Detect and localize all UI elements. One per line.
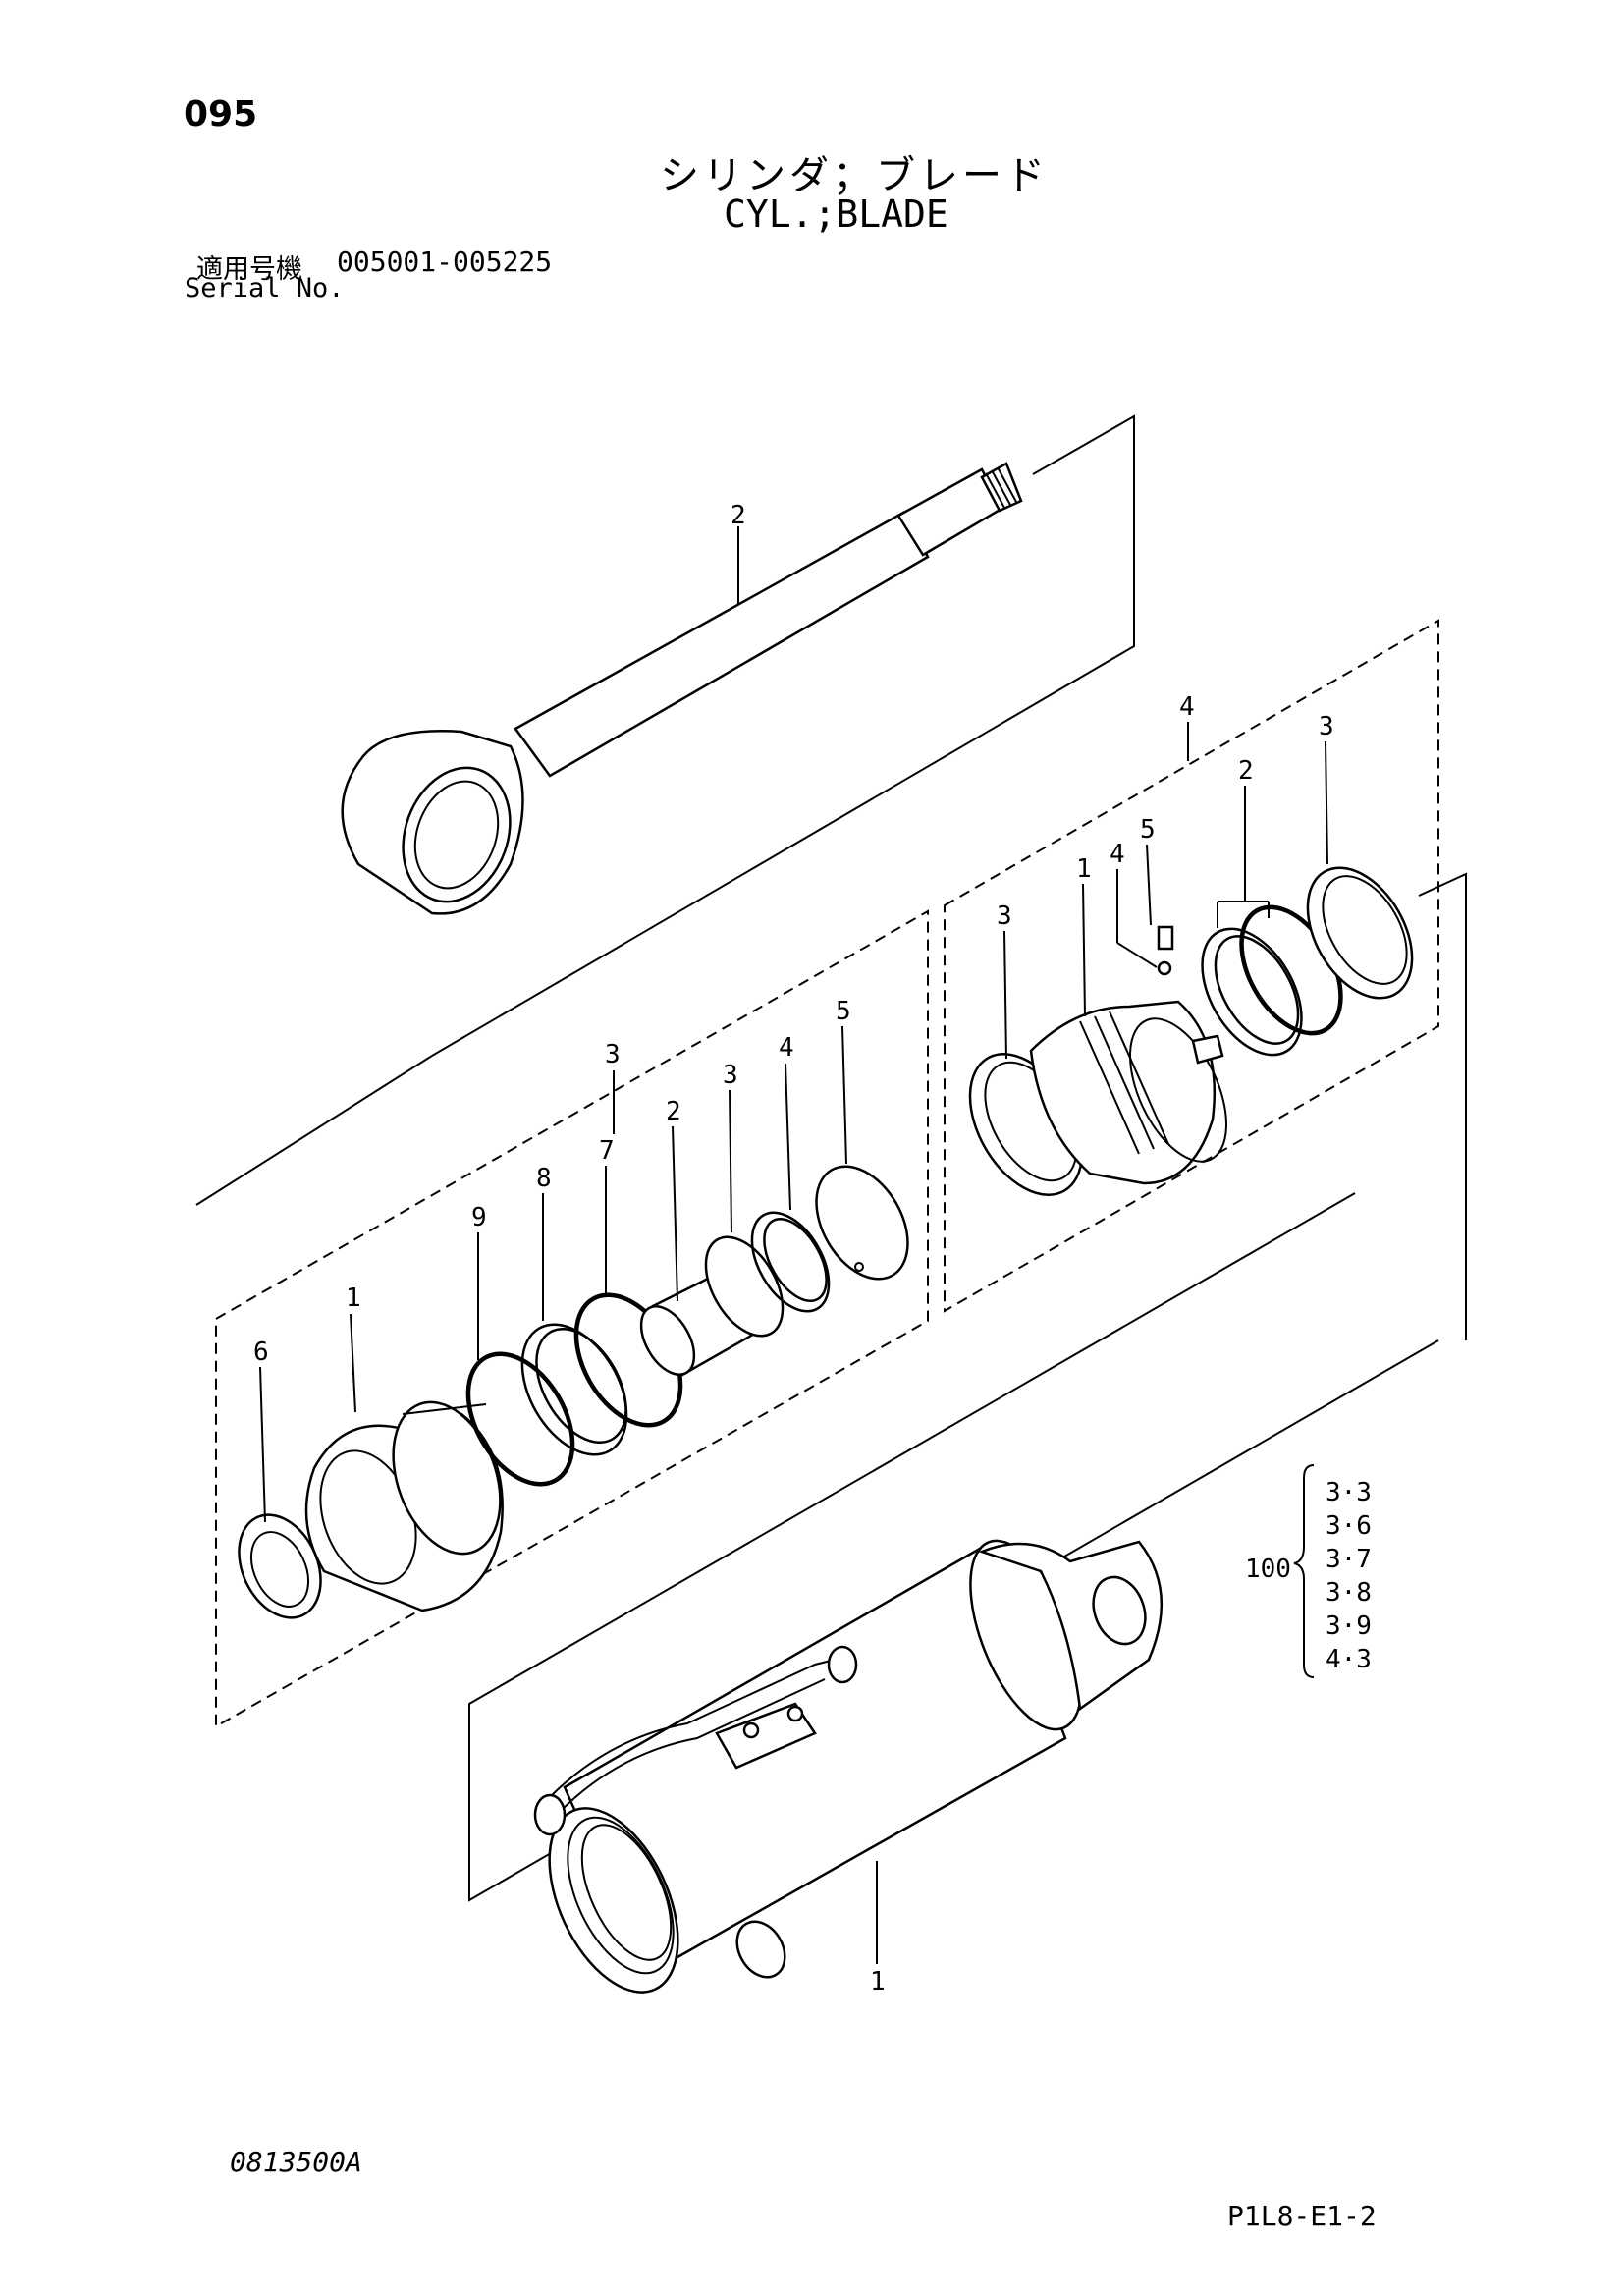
set-screw[interactable] bbox=[1157, 925, 1174, 951]
svg-text:1: 1 bbox=[1076, 854, 1092, 884]
rod-kit-item-callouts: 1 2 3 4 5 6 7 8 9 bbox=[253, 997, 851, 1367]
pipe-line bbox=[549, 1659, 836, 1798]
rod-kit-group: 3 bbox=[215, 909, 929, 1728]
kit-item: 4·3 bbox=[1326, 1645, 1372, 1674]
svg-text:8: 8 bbox=[536, 1164, 552, 1193]
rod-kit-parts bbox=[238, 1150, 926, 1619]
serial-label-english: Serial No. bbox=[185, 273, 345, 303]
kit-item: 3·3 bbox=[1326, 1478, 1372, 1507]
piston-kit-group: 4 bbox=[944, 619, 1439, 1313]
svg-text:5: 5 bbox=[836, 997, 851, 1026]
serial-range: 005001-005225 bbox=[337, 246, 553, 278]
kit-group-label: 100 bbox=[1245, 1555, 1291, 1584]
rod-callout: 2 bbox=[731, 501, 746, 530]
cylinder-group-bracket-right bbox=[1418, 872, 1467, 1340]
rod-group-bracket bbox=[431, 414, 1135, 1057]
retaining-ring[interactable] bbox=[797, 1150, 926, 1294]
title-japanese: シリンダ；ブレード bbox=[660, 153, 1049, 198]
pipe-port-bottom bbox=[735, 1920, 786, 1979]
title-english: CYL.;BLADE bbox=[724, 192, 948, 236]
buffer-ring[interactable] bbox=[690, 1224, 798, 1348]
svg-text:3: 3 bbox=[723, 1061, 738, 1090]
cylinder-callout: 1 bbox=[870, 1967, 886, 1996]
svg-text:4: 4 bbox=[779, 1033, 794, 1063]
piston-kit-parts bbox=[968, 849, 1434, 1196]
kit-item: 3·8 bbox=[1326, 1578, 1372, 1608]
kit-brace bbox=[1293, 1464, 1315, 1678]
rod-group: 2 bbox=[195, 414, 1135, 1206]
piston-rod[interactable] bbox=[341, 462, 1023, 917]
svg-text:4: 4 bbox=[1110, 840, 1125, 869]
piston-nut bbox=[1191, 1034, 1224, 1065]
clevis-bore bbox=[1092, 1575, 1147, 1646]
piston-kit-dashed-frame bbox=[944, 619, 1439, 1313]
piston[interactable] bbox=[1029, 1000, 1217, 1185]
svg-text:2: 2 bbox=[666, 1097, 681, 1126]
kit-item: 3·6 bbox=[1326, 1511, 1372, 1541]
svg-text:6: 6 bbox=[253, 1338, 269, 1367]
pipe-port-left bbox=[533, 1793, 567, 1836]
piston-kit-callout: 4 bbox=[1179, 692, 1195, 722]
pipe-port-top bbox=[827, 1645, 858, 1684]
svg-text:5: 5 bbox=[1140, 815, 1156, 845]
kit-item: 3·9 bbox=[1326, 1612, 1372, 1641]
svg-text:9: 9 bbox=[471, 1203, 487, 1232]
svg-text:7: 7 bbox=[599, 1136, 615, 1166]
rod-group-bracket-lower bbox=[195, 1055, 433, 1206]
svg-text:3: 3 bbox=[1319, 712, 1334, 741]
rod-kit-callout: 3 bbox=[605, 1040, 621, 1069]
piston-kit-item-callouts: 1 2 3 3 4 5 bbox=[997, 712, 1334, 931]
page-number: 095 bbox=[184, 94, 258, 135]
serial-label-japanese: 適用号機 bbox=[196, 254, 302, 285]
slide-ring-right[interactable] bbox=[1286, 849, 1434, 1016]
kit-item: 3·7 bbox=[1326, 1545, 1372, 1574]
svg-text:1: 1 bbox=[346, 1284, 361, 1313]
piston-kit-leaders bbox=[1003, 740, 1328, 1060]
rod-shaft bbox=[514, 511, 930, 778]
cylinder-group: 1 bbox=[468, 872, 1467, 2012]
rod-kit-dashed-frame bbox=[215, 909, 929, 1728]
rod-kit-leaders bbox=[259, 1025, 847, 1523]
cylinder-tube[interactable] bbox=[523, 1526, 1164, 2012]
steel-ball[interactable] bbox=[1157, 960, 1172, 976]
svg-text:2: 2 bbox=[1238, 756, 1254, 786]
o-ring-9[interactable] bbox=[447, 1336, 594, 1503]
u-ring[interactable] bbox=[736, 1199, 844, 1324]
svg-text:3: 3 bbox=[997, 902, 1012, 931]
seal-ring[interactable] bbox=[1182, 911, 1323, 1071]
drawing-number: 0813500A bbox=[230, 2146, 362, 2178]
sheet-code: P1L8-E1-2 bbox=[1227, 2200, 1377, 2232]
